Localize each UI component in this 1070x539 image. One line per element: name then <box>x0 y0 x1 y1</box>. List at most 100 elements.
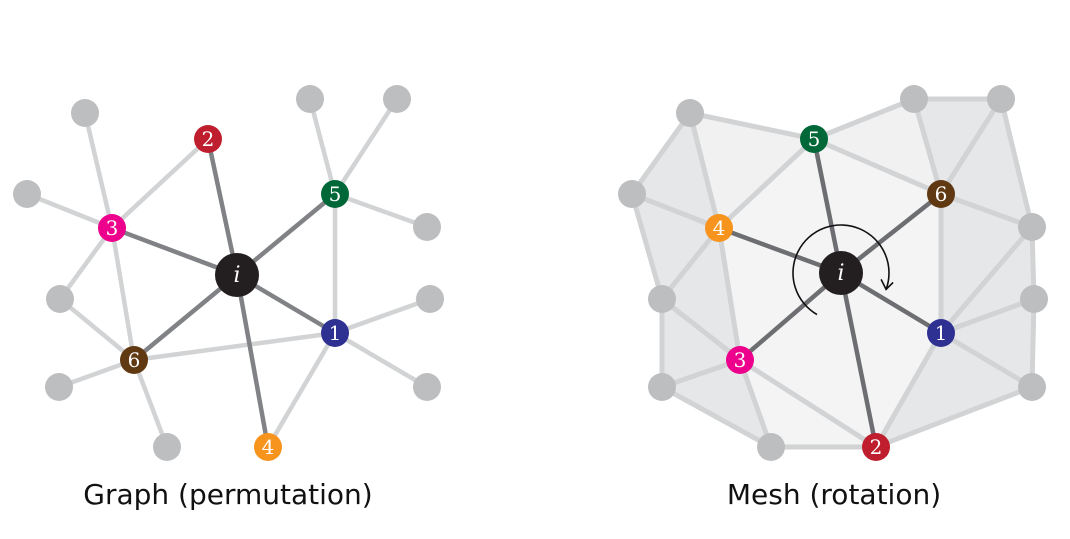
graph-gray-node <box>383 85 411 113</box>
graph-node-5 <box>321 180 349 208</box>
graph-edge <box>58 297 136 362</box>
graph-node-label-4: 4 <box>262 435 275 459</box>
graph-node-3 <box>98 214 126 242</box>
mesh-node-label-5: 5 <box>808 127 821 151</box>
mesh-edge <box>938 96 1004 197</box>
mesh-gray-node <box>676 99 704 127</box>
graph-edge <box>110 137 210 230</box>
graph-node-label-6: 6 <box>128 348 141 372</box>
graph-edge <box>26 191 113 231</box>
graph-node-label-2: 2 <box>202 127 215 151</box>
mesh-gray-node <box>1018 213 1046 241</box>
graph-node-2 <box>194 125 222 153</box>
graph-center-edge <box>132 273 239 362</box>
graph-edge <box>131 359 170 448</box>
graph-center-edge <box>234 274 271 448</box>
graph-edge <box>333 97 399 196</box>
graph-edge <box>82 112 115 229</box>
graph-node-1 <box>321 319 349 347</box>
mesh-edge <box>659 296 743 363</box>
mesh-edge <box>629 110 693 197</box>
graph-node-label-3: 3 <box>106 216 119 240</box>
graph-gray-node <box>416 285 444 313</box>
mesh-node-label-4: 4 <box>713 216 726 240</box>
mesh-edge <box>938 296 1037 336</box>
mesh-node-label-3: 3 <box>734 348 747 372</box>
mesh-node-2 <box>862 433 890 461</box>
graph-node-6 <box>120 346 148 374</box>
graph-edge <box>333 331 429 389</box>
graph-gray-node <box>71 99 99 127</box>
graph-caption: Graph (permutation) <box>83 478 373 511</box>
mesh-edge <box>938 191 1035 230</box>
graph-edge <box>109 227 137 361</box>
graph-edge <box>334 191 428 230</box>
mesh-node-6 <box>927 180 955 208</box>
mesh-edge <box>629 191 665 302</box>
graph-node-label-5: 5 <box>329 182 342 206</box>
mesh-node-4 <box>705 214 733 242</box>
mesh-edge <box>911 96 944 197</box>
mesh-edge <box>687 110 722 231</box>
mesh-edge <box>938 224 1035 336</box>
graph-gray-node <box>413 373 441 401</box>
mesh-face <box>814 99 941 194</box>
mesh-edge <box>659 384 774 450</box>
mesh-gray-node <box>1018 373 1046 401</box>
mesh-node-3 <box>726 346 754 374</box>
mesh-edge <box>938 330 1035 390</box>
graph-gray-node <box>296 85 324 113</box>
mesh-center-edge <box>811 138 844 274</box>
graph-gray-node <box>153 433 181 461</box>
graph-edge <box>334 296 431 336</box>
mesh-edge <box>659 225 722 302</box>
mesh-node-label-6: 6 <box>935 182 948 206</box>
mesh-gray-node <box>987 85 1015 113</box>
mesh-gray-node <box>900 85 928 113</box>
graph-gray-node <box>13 180 41 208</box>
graph-gray-node <box>413 213 441 241</box>
mesh-inner-face <box>719 139 941 447</box>
mesh-edge <box>998 96 1035 230</box>
graph-edge <box>307 98 338 195</box>
mesh-center-edge <box>838 272 879 448</box>
rotation-arrow-head <box>880 279 894 291</box>
mesh-gray-node <box>618 180 646 208</box>
graph-diagram: 1 2 3 4 5 6 i <box>13 85 444 461</box>
graph-edge <box>58 226 114 301</box>
mesh-edge <box>737 357 879 450</box>
graph-gray-node <box>46 285 74 313</box>
mesh-gray-node <box>648 285 676 313</box>
mesh-edge <box>811 136 944 197</box>
mesh-diagram: 1 2 3 4 5 6 i <box>618 85 1048 461</box>
graph-center-edge <box>111 225 238 278</box>
graph-edge <box>133 330 336 363</box>
mesh-node-1 <box>927 319 955 347</box>
graph-node-4 <box>254 433 282 461</box>
mesh-caption: Mesh (rotation) <box>726 478 942 511</box>
mesh-center-edge <box>738 271 843 362</box>
graph-node-label-1: 1 <box>329 321 342 345</box>
mesh-edge <box>737 357 774 450</box>
mesh-center-label: i <box>837 261 844 286</box>
mesh-edge <box>873 330 944 450</box>
mesh-node-label-2: 2 <box>870 435 883 459</box>
mesh-edge <box>1029 296 1037 390</box>
mesh-edge <box>811 96 917 142</box>
mesh-gray-node <box>757 433 785 461</box>
graph-gray-node <box>45 373 73 401</box>
mesh-node-label-1: 1 <box>935 321 948 345</box>
mesh-edge <box>873 384 1035 450</box>
graph-edge <box>266 331 337 449</box>
mesh-gray-node <box>648 373 676 401</box>
mesh-gray-node <box>1020 285 1048 313</box>
mesh-edge <box>716 136 817 231</box>
graph-center-edge <box>205 138 240 276</box>
mesh-face <box>690 113 814 228</box>
graph-center-label: i <box>233 263 240 288</box>
mesh-edge <box>687 110 817 142</box>
mesh-edge <box>716 225 743 363</box>
rotation-arrow <box>792 224 890 316</box>
